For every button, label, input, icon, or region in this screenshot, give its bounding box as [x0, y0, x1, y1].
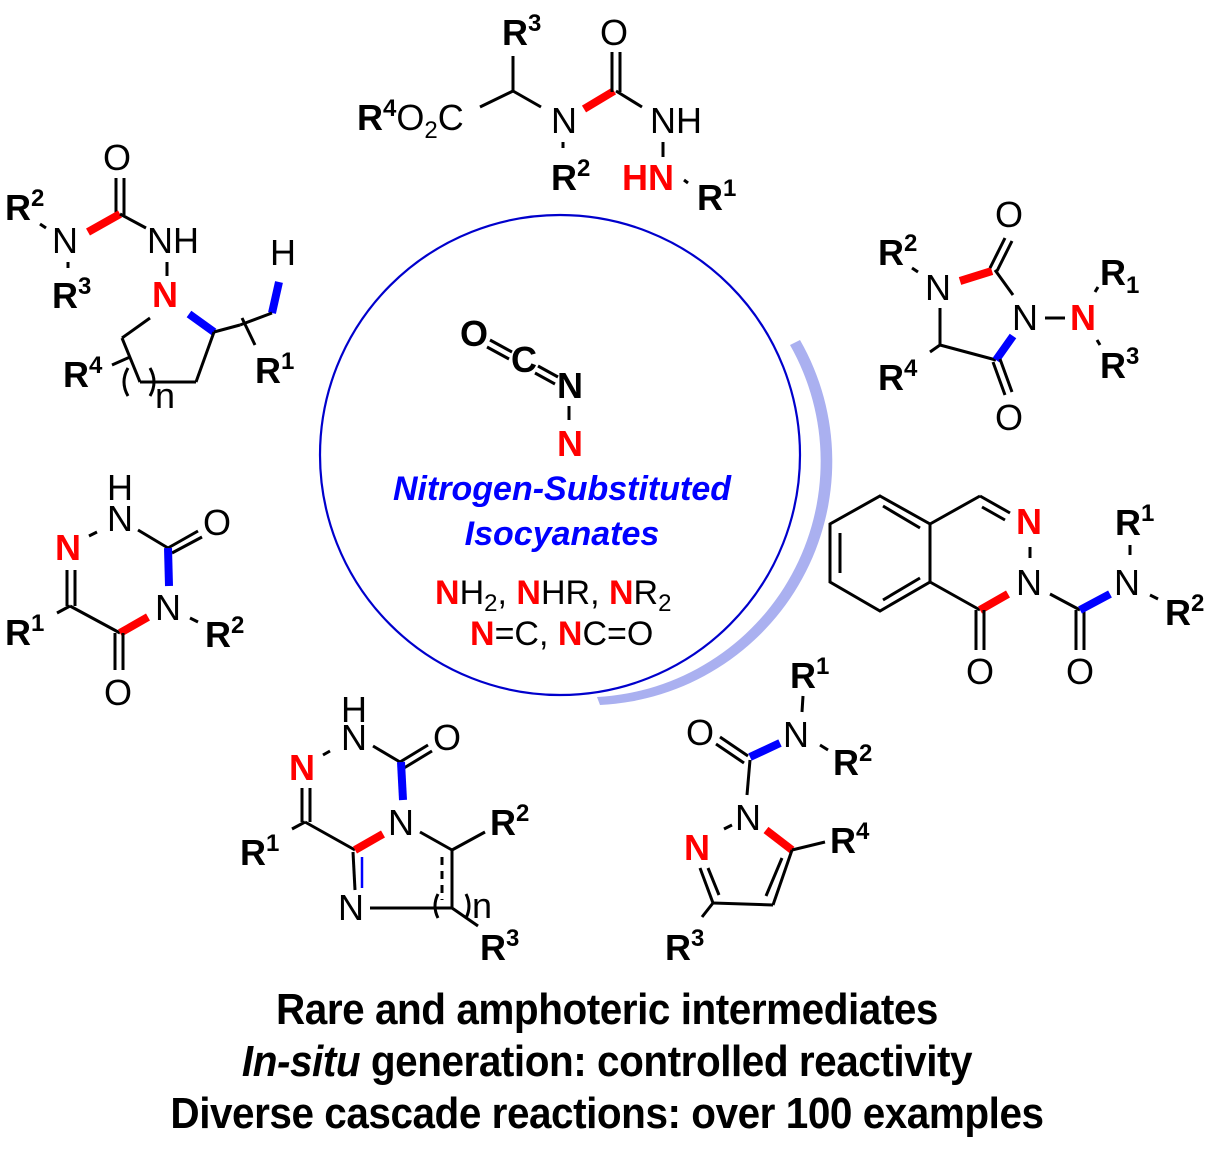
- label-r1: R1: [697, 175, 736, 218]
- atom-n-amide: N: [1114, 562, 1140, 603]
- atom-o2: O: [1066, 651, 1094, 692]
- caption-line-3: Diverse cascade reactions: over 100 exam…: [170, 1089, 1044, 1138]
- atom-o: O: [600, 12, 628, 53]
- label-r3: R3: [665, 925, 704, 968]
- label-r4: R4: [63, 352, 103, 395]
- label-r1: R1: [1115, 500, 1154, 543]
- atom-nh: NH: [147, 220, 199, 261]
- structure-top-semicarbazide: R3 R4O2C N R2 O NH HN R1: [357, 10, 736, 218]
- atom-o-bottom: O: [104, 672, 132, 713]
- structure-bottom-right-pyrazole: R1 O N R2 N N R4 R3: [665, 653, 872, 968]
- label-r2: R2: [5, 185, 44, 228]
- structure-right-hydantoin: R2 N O N N R1 R3 R4 O: [878, 194, 1139, 438]
- label-r2: R2: [833, 740, 872, 783]
- atom-o1: O: [966, 651, 994, 692]
- atom-n-red: N: [684, 827, 710, 868]
- atom-n-substituted: N: [557, 423, 583, 464]
- atom-c: C: [511, 339, 537, 380]
- atom-n-ring: N: [152, 274, 178, 315]
- substituent-line-1: NH2, NHR, NR2: [435, 574, 671, 617]
- label-r3: R3: [502, 10, 541, 53]
- substituent-line-2: N=C, NC=O: [470, 615, 653, 653]
- label-r1: R1: [5, 610, 44, 653]
- label-r1: R1: [1100, 252, 1139, 299]
- atom-n3: N: [1012, 297, 1038, 338]
- atom-n-red: N: [1016, 501, 1042, 542]
- isocyanate-reagent: O C N N: [460, 313, 583, 464]
- structure-right-phthalazinone: N N O O N R1 R2: [828, 494, 1204, 692]
- atom-nh: N: [341, 717, 367, 758]
- caption-line-2-rest: generation: controlled reactivity: [360, 1037, 973, 1086]
- atom-n-red: N: [55, 527, 81, 568]
- caption-in-situ: In-situ: [241, 1037, 361, 1086]
- label-r3: R3: [480, 925, 519, 968]
- caption-line-2: In-situ generation: controlled reactivit…: [49, 1037, 1166, 1087]
- circle-outline: [318, 213, 802, 697]
- label-r2: R2: [490, 800, 529, 843]
- atom-n1: N: [735, 797, 761, 838]
- label-n-repeat: n: [472, 885, 492, 926]
- label-r2: R2: [205, 612, 244, 655]
- circle-shadow: [597, 340, 833, 705]
- label-r2: R2: [1165, 590, 1204, 633]
- reaction-scheme: O C N N Nitrogen-Substituted Isocyanates…: [5, 10, 1204, 968]
- atom-n-exo: N: [1070, 297, 1096, 338]
- label-r3: R3: [1100, 343, 1139, 386]
- atom-h: H: [341, 689, 367, 730]
- atom-o: O: [460, 313, 488, 354]
- label-r1: R1: [255, 348, 294, 391]
- atom-n1: N: [925, 267, 951, 308]
- atom-nh: N: [107, 498, 133, 539]
- atom-h: H: [107, 467, 133, 508]
- atom-o: O: [686, 712, 714, 753]
- atom-o: O: [103, 137, 131, 178]
- label-r4o2c: R4O2C: [357, 95, 464, 144]
- atom-o-right: O: [203, 502, 231, 543]
- atom-h: H: [270, 232, 296, 273]
- substituent-list: NH2, NHR, NR2 N=C, NC=O: [435, 574, 671, 653]
- atom-n-bridge: N: [388, 802, 414, 843]
- label-r4: R4: [830, 818, 870, 861]
- atom-n: N: [557, 365, 583, 406]
- label-r1: R1: [240, 830, 279, 873]
- center-title-line2: Isocyanates: [465, 515, 660, 553]
- structure-bottom-left-bicyclic: H N N O N R1 N R2 n R3: [240, 689, 529, 968]
- atom-nh: NH: [650, 100, 702, 141]
- atom-n-imine: N: [338, 887, 364, 928]
- atom-o: O: [433, 717, 461, 758]
- atom-o-bottom: O: [995, 397, 1023, 438]
- label-r4: R4: [878, 355, 918, 398]
- label-r3: R3: [52, 273, 91, 316]
- atom-hn-highlight: HN: [622, 157, 674, 198]
- center-circle: [318, 213, 833, 705]
- label-r2: R2: [878, 230, 917, 273]
- label-n-repeat: n: [155, 375, 175, 416]
- atom-n-red: N: [289, 747, 315, 788]
- atom-n: N: [551, 100, 577, 141]
- atom-o-top: O: [995, 194, 1023, 235]
- center-title-line1: Nitrogen-Substituted: [393, 470, 732, 508]
- atom-n2: N: [1016, 562, 1042, 603]
- atom-n-amide: N: [783, 714, 809, 755]
- atom-n4: N: [155, 587, 181, 628]
- label-r2: R2: [551, 155, 590, 198]
- structure-left-pyrrolidine: O R2 N NH R3 N H R1 R4 n: [5, 137, 296, 416]
- label-r1: R1: [790, 653, 829, 696]
- structure-left-triazinedione: H N N O N R2 R1 O: [5, 467, 244, 713]
- caption-line-1: Rare and amphoteric intermediates: [276, 985, 938, 1034]
- atom-n: N: [52, 220, 78, 261]
